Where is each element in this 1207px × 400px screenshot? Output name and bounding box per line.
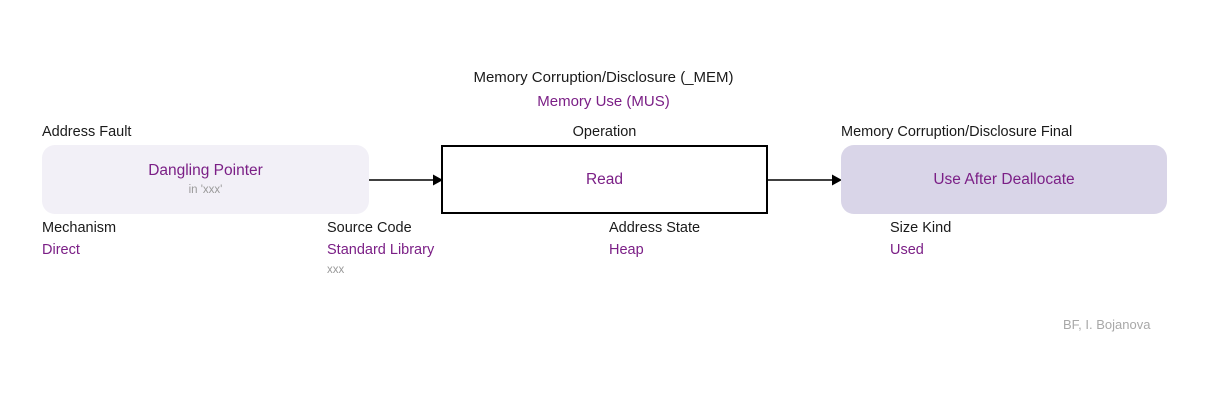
attribute-label-source-code: Source Code (327, 220, 412, 236)
credit-text: BF, I. Bojanova (1063, 317, 1151, 332)
attribute-label-mechanism: Mechanism (42, 220, 117, 236)
cause-detail: in 'xxx' (188, 184, 223, 196)
bug-class-subtitle: Memory Use (MUS) (537, 93, 670, 110)
arrow-operation-to-consequence (768, 174, 842, 186)
operation-box[interactable]: Read (441, 145, 768, 214)
consequence-caption: Memory Corruption/Disclosure Final (841, 124, 1073, 140)
attribute-value-size-kind: Used (890, 242, 924, 258)
attribute-label-size-kind: Size Kind (890, 220, 952, 236)
operation-caption: Operation (572, 124, 637, 140)
cause-caption: Address Fault (42, 124, 132, 140)
cause-value: Dangling Pointer (148, 162, 263, 179)
cause-box[interactable]: Dangling Pointer in 'xxx' (42, 145, 369, 214)
arrow-cause-to-operation (369, 174, 443, 186)
consequence-value: Use After Deallocate (933, 170, 1075, 188)
operation-value: Read (585, 170, 624, 188)
consequence-box[interactable]: Use After Deallocate (841, 145, 1167, 214)
attribute-value-source-code: Standard Library (327, 242, 435, 258)
attribute-detail-source-code: xxx (327, 264, 345, 276)
attribute-value-mechanism: Direct (42, 242, 80, 258)
attribute-value-address-state: Heap (609, 242, 644, 258)
class-title: Memory Corruption/Disclosure (_MEM) (473, 69, 734, 86)
attribute-label-address-state: Address State (609, 220, 701, 236)
